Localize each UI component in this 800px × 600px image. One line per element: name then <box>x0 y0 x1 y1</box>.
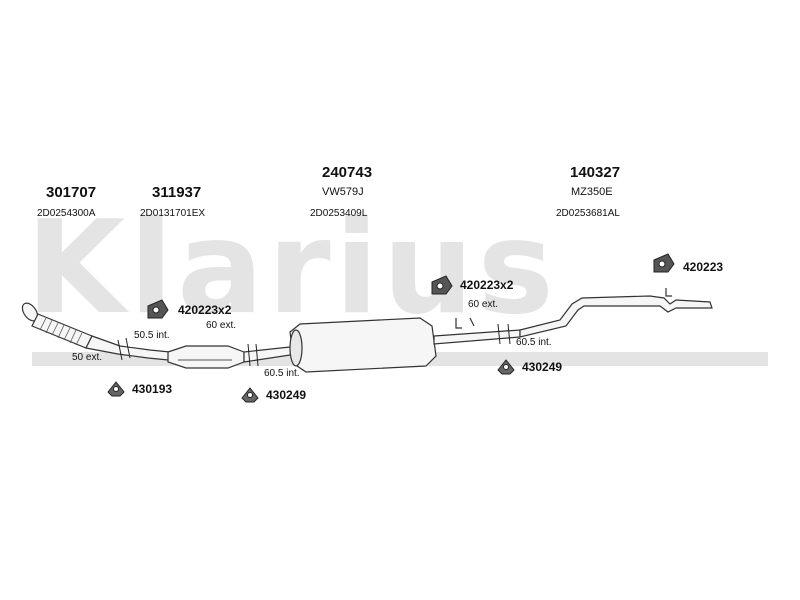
part-code-2: 2D0131701EX <box>140 208 206 219</box>
catalytic-converter <box>167 345 245 369</box>
hanger-label-1: 420223x2 <box>178 303 232 317</box>
dimension-label: 60.5 int. <box>516 337 552 348</box>
dimension-label: 60 ext. <box>206 320 237 331</box>
part-code-3: 2D0253409L <box>310 208 368 219</box>
part-code-1: 2D0254300A <box>37 208 96 219</box>
part-number-2: 311937 <box>152 184 202 201</box>
clamp-label-1: 430193 <box>132 382 173 396</box>
part-code-4: 2D0253681AL <box>556 208 620 219</box>
part-number-4: 140327 <box>570 164 621 181</box>
hanger-bracket <box>665 288 672 297</box>
clamp-label-2: 430249 <box>266 388 307 402</box>
hanger-bracket <box>455 318 462 329</box>
joint-marker <box>125 337 131 359</box>
brand-watermark: Klarius <box>26 194 558 343</box>
hanger-label-2: 420223x2 <box>460 278 514 292</box>
clamp-label-3: 430249 <box>522 360 563 374</box>
hanger-label-3: 420223 <box>683 260 724 274</box>
center-muffler <box>289 317 437 373</box>
dimension-label: 60.5 int. <box>264 368 300 379</box>
joint-marker <box>255 343 259 367</box>
part-sub-4: MZ350E <box>571 186 613 198</box>
flex-pipe <box>31 313 93 349</box>
dimension-label: 60 ext. <box>468 299 499 310</box>
hanger-bracket <box>469 317 475 327</box>
part-number-1: 301707 <box>46 184 97 201</box>
dimension-label: 50.5 int. <box>134 330 170 341</box>
joint-marker <box>117 339 123 361</box>
joint-marker <box>247 343 251 367</box>
part-sub-3: VW579J <box>322 186 364 198</box>
part-number-3: 240743 <box>322 164 373 181</box>
joint-marker <box>507 323 511 345</box>
tail-pipe <box>519 295 713 338</box>
joint-marker <box>497 323 501 345</box>
dimension-label: 50 ext. <box>72 352 103 363</box>
muffler-outlet-pipe <box>433 329 521 345</box>
